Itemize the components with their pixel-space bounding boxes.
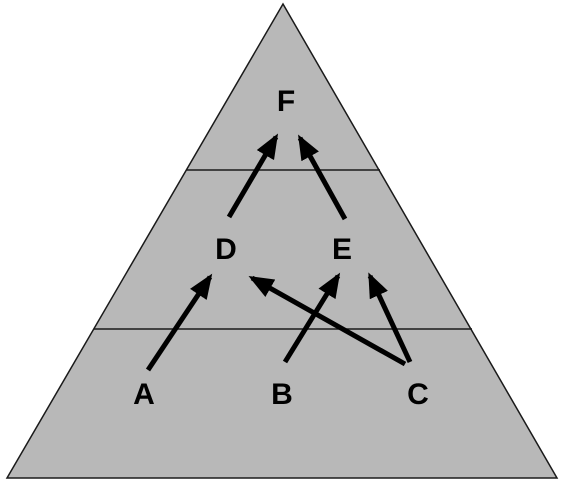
- arrow-c-to-d: [248, 275, 407, 367]
- arrows: [145, 133, 413, 372]
- arrow-a-to-d: [145, 273, 213, 372]
- pyramid-shape: [5, 2, 559, 479]
- node-d-label: D: [215, 233, 237, 266]
- node-a-label: A: [133, 378, 155, 411]
- arrow-c-to-e: [367, 272, 413, 364]
- node-f-label: F: [277, 85, 295, 118]
- arrow-e-to-f: [297, 134, 348, 221]
- arrow-d-to-f: [226, 133, 279, 219]
- arrow-b-to-e: [282, 272, 341, 364]
- node-e-label: E: [332, 233, 352, 266]
- node-b-label: B: [271, 378, 293, 411]
- node-c-label: C: [407, 378, 429, 411]
